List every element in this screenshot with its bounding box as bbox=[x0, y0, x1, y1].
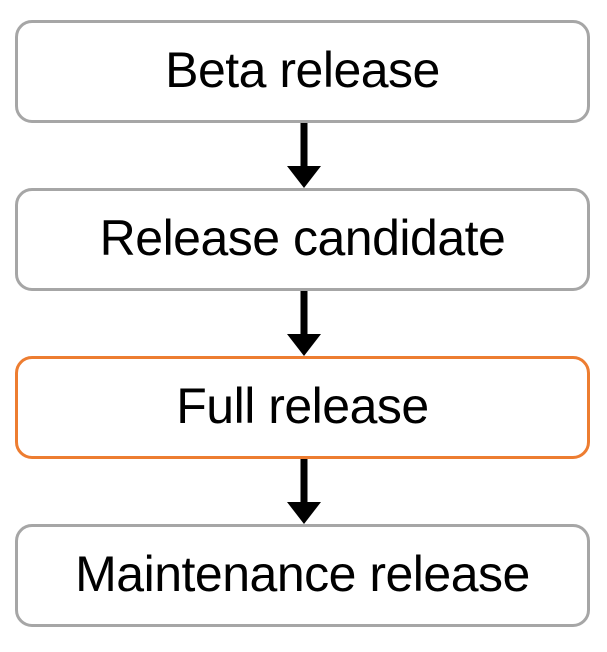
node-release-candidate: Release candidate bbox=[15, 188, 590, 291]
node-label: Release candidate bbox=[99, 209, 506, 266]
node-beta-release: Beta release bbox=[15, 20, 590, 123]
node-maintenance-release: Maintenance release bbox=[15, 524, 590, 627]
node-label: Beta release bbox=[165, 41, 440, 98]
release-flowchart: Beta release Release candidate Full rele… bbox=[0, 20, 607, 627]
node-full-release: Full release bbox=[15, 356, 590, 459]
flow-arrow-icon bbox=[0, 459, 607, 524]
node-label: Maintenance release bbox=[75, 545, 530, 602]
node-label: Full release bbox=[176, 377, 429, 434]
flow-arrow-icon bbox=[0, 291, 607, 356]
flow-arrow-icon bbox=[0, 123, 607, 188]
